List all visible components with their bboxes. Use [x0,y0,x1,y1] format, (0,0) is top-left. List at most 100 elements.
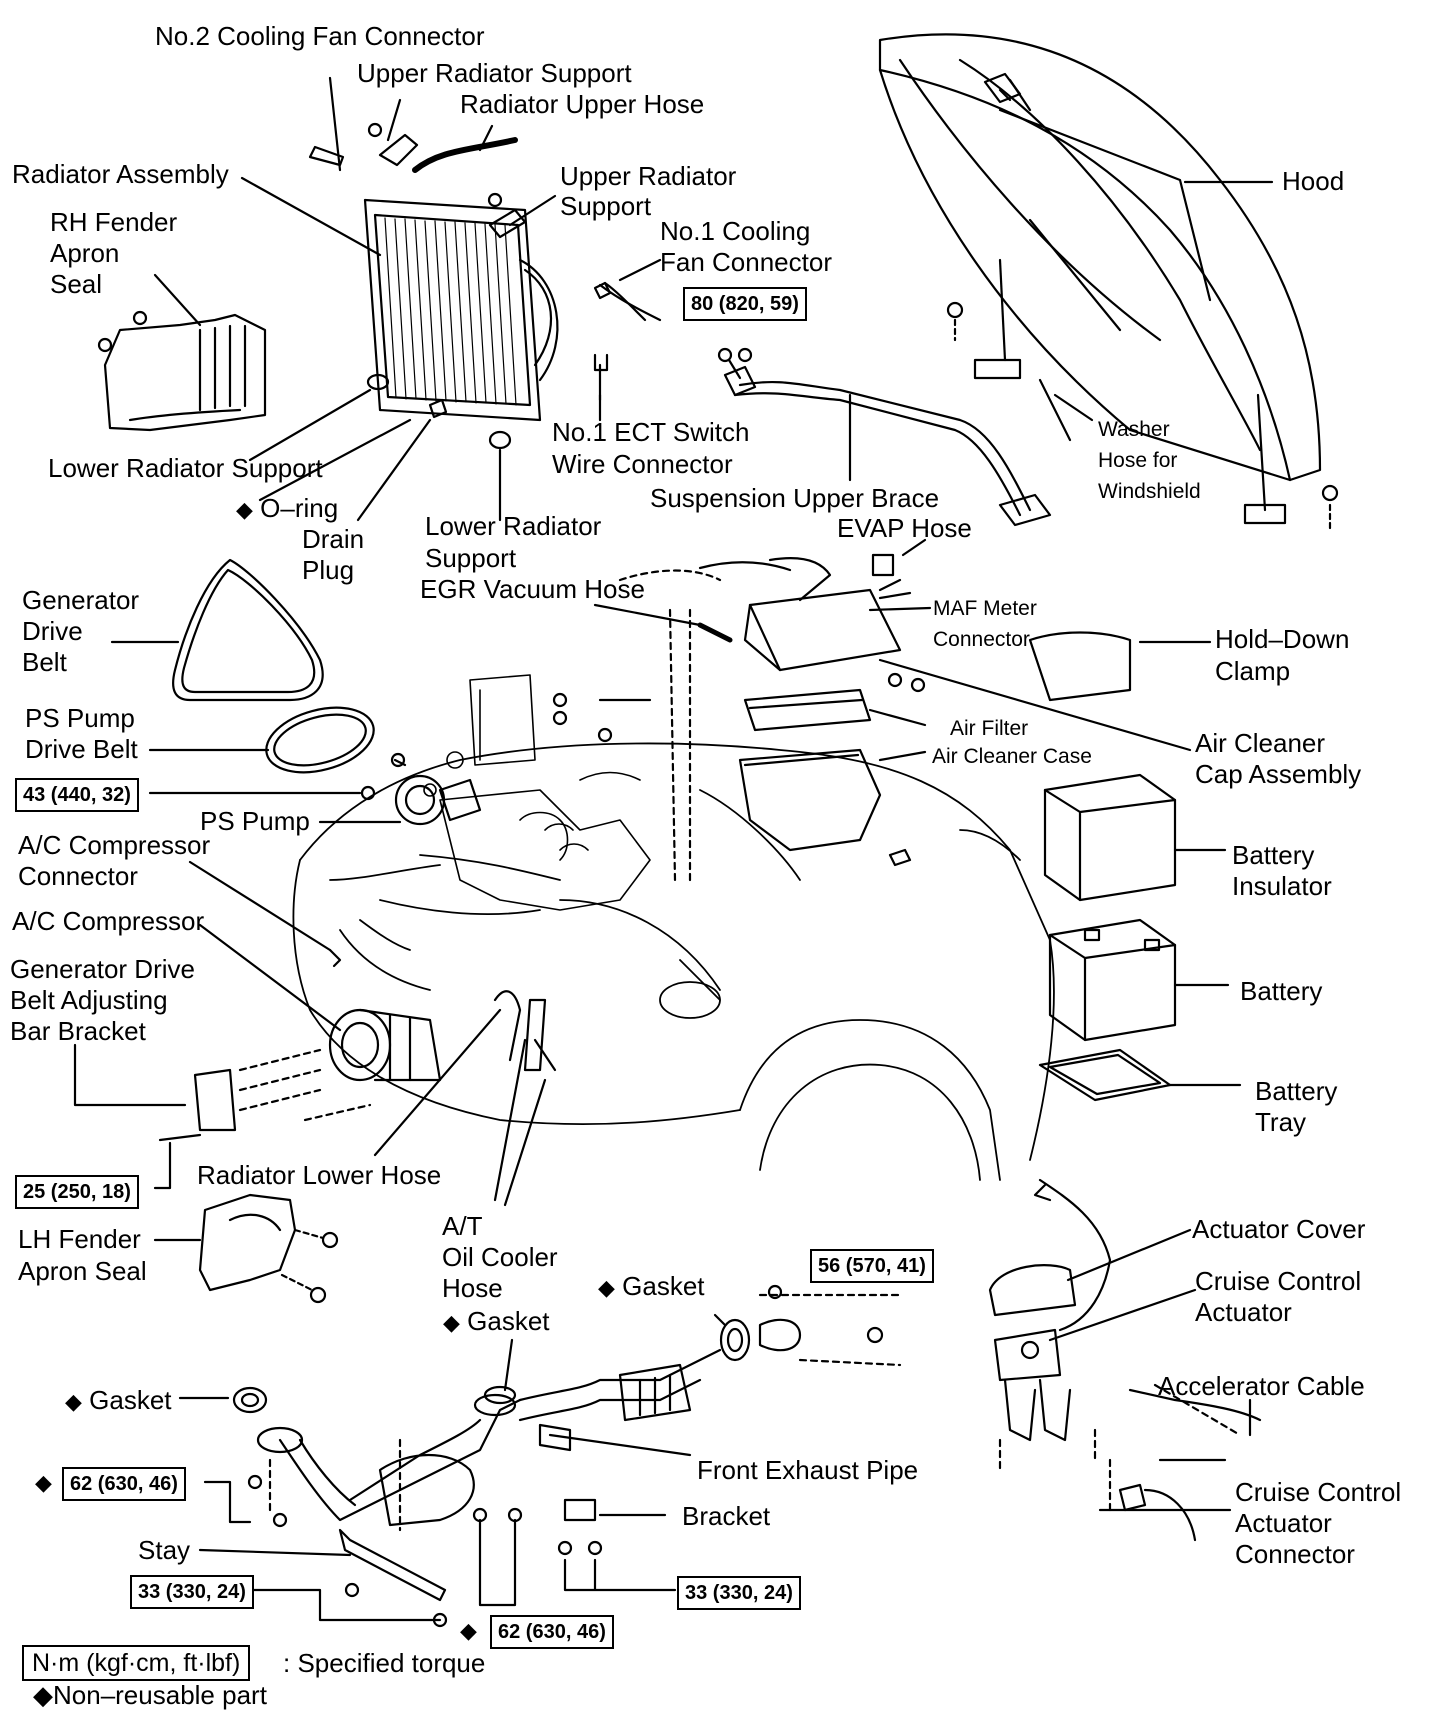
legend-unit-text: : Specified torque [283,1648,486,1678]
torque-33b: 33 (330, 24) [677,1576,801,1610]
label-lower-radiator-support: Lower Radiator Support [48,453,323,483]
suspension-upper-brace-part [723,365,1052,527]
torque-33a: 33 (330, 24) [130,1575,254,1609]
battery-part [1048,918,1177,1042]
label-gen-bracket-3: Bar Bracket [10,1016,146,1046]
engine-part [423,674,651,911]
label-battery-insulator-2: Insulator [1232,871,1332,901]
label-gasket-2: ◆ Gasket [443,1305,550,1339]
label-ps-pump: PS Pump [200,806,310,836]
battery-tray-part [1038,1048,1172,1102]
label-lh-fender-1: LH Fender [18,1224,141,1254]
torque-43: 43 (440, 32) [15,778,139,812]
label-cruise-actuator-1: Cruise Control [1195,1266,1362,1296]
label-ect-2: Wire Connector [552,449,733,479]
label-generator-belt-1: Generator [22,585,140,615]
label-gasket-2-text: Gasket [467,1306,550,1336]
non-reusable-icon: ◆ [65,1389,82,1414]
label-gasket-1: ◆ Gasket [598,1270,705,1304]
label-lower-radiator-support-2a: Lower Radiator [425,511,602,541]
ps-pump-drive-belt-part [265,706,375,774]
label-radiator-assembly: Radiator Assembly [12,159,229,189]
label-suspension-upper-brace: Suspension Upper Brace [650,483,940,513]
label-ps-belt-1: PS Pump [25,703,135,733]
label-diamond-62b: ◆ [460,1613,477,1647]
hood-part [878,33,1322,525]
label-maf-2: Connector [933,628,1030,651]
label-washer-2: Hose for [1098,449,1178,472]
ps-pump-part [394,774,482,826]
label-air-filter: Air Filter [950,717,1029,740]
label-at-3: Hose [442,1273,503,1303]
battery-insulator-part [1043,773,1177,902]
label-drain-plug-2: Plug [302,555,355,585]
label-front-exhaust-pipe: Front Exhaust Pipe [697,1455,919,1485]
label-radiator-lower-hose: Radiator Lower Hose [197,1160,442,1190]
label-egr-vacuum-hose: EGR Vacuum Hose [420,574,645,604]
label-cruise-actuator-2: Actuator [1195,1297,1292,1327]
label-upper-radiator-support-2b: Support [560,191,652,221]
air-cleaner-cap-part [698,557,902,672]
label-diamond-62: ◆ [35,1465,52,1499]
label-ps-belt-2: Drive Belt [25,734,138,764]
label-at-1: A/T [442,1211,483,1241]
label-upper-radiator-support: Upper Radiator Support [357,58,632,88]
label-stay: Stay [138,1535,191,1565]
label-no1-cooling-fan-2: Fan Connector [660,247,832,277]
non-reusable-icon: ◆ [443,1310,460,1335]
label-hood: Hood [1282,166,1345,196]
label-washer-1: Washer [1098,418,1170,441]
label-air-cleaner-case: Air Cleaner Case [932,745,1092,768]
generator-drive-belt-part [172,558,324,702]
label-evap-hose: EVAP Hose [837,513,972,543]
label-gen-bracket-2: Belt Adjusting [10,985,168,1015]
label-hold-down-1: Hold–Down [1215,624,1350,654]
non-reusable-icon: ◆ [35,1470,52,1495]
label-air-cleaner-cap-1: Air Cleaner [1195,728,1326,758]
label-hold-down-2: Clamp [1215,656,1291,686]
label-upper-radiator-support-2a: Upper Radiator [560,161,737,191]
car-body-part [292,742,1055,1181]
torque-25: 25 (250, 18) [15,1175,139,1209]
label-battery-insulator-1: Battery [1232,840,1315,870]
label-rh-fender-3: Seal [50,269,103,299]
non-reusable-icon: ◆ [460,1618,477,1643]
label-actuator-cover: Actuator Cover [1192,1214,1366,1244]
cruise-control-actuator-part [993,1328,1072,1442]
label-air-cleaner-cap-2: Cap Assembly [1195,759,1362,789]
label-rh-fender-2: Apron [50,238,120,268]
rh-fender-apron-seal-part [103,313,267,432]
torque-62a: 62 (630, 46) [62,1467,186,1501]
lh-fender-apron-seal-part [198,1193,297,1292]
non-reusable-icon: ◆ [598,1275,615,1300]
torque-56: 56 (570, 41) [810,1249,934,1283]
label-cruise-connector-1: Cruise Control [1235,1477,1402,1507]
radiator-part [363,198,559,422]
label-generator-belt-2: Drive [22,616,83,646]
label-ac-compressor: A/C Compressor [12,906,205,936]
label-cruise-connector-2: Actuator [1235,1508,1332,1538]
label-gasket-3-text: Gasket [89,1385,172,1415]
label-ac-connector-2: Connector [18,861,138,891]
label-ect-1: No.1 ECT Switch [552,417,750,447]
label-battery: Battery [1240,976,1323,1006]
ac-compressor-part [328,1008,442,1082]
label-bracket: Bracket [682,1501,771,1531]
torque-62b: 62 (630, 46) [490,1615,614,1649]
non-reusable-icon: ◆ [236,497,253,522]
actuator-cover-part [988,1264,1077,1317]
label-ac-connector-1: A/C Compressor [18,830,211,860]
legend-unit-box: N·m (kgf·cm, ft·lbf) [22,1645,251,1681]
label-generator-belt-3: Belt [22,647,67,677]
torque-80: 80 (820, 59) [683,287,807,321]
label-gasket-1-text: Gasket [622,1271,705,1301]
label-accelerator-cable: Accelerator Cable [1158,1371,1365,1401]
label-no1-cooling-fan-1: No.1 Cooling [660,216,811,246]
label-maf-1: MAF Meter [933,597,1037,620]
label-lh-fender-2: Apron Seal [18,1256,147,1286]
label-radiator-upper-hose: Radiator Upper Hose [460,89,705,119]
label-rh-fender-1: RH Fender [50,207,178,237]
label-cruise-connector-3: Connector [1235,1539,1355,1569]
label-battery-tray-1: Battery [1255,1076,1338,1106]
